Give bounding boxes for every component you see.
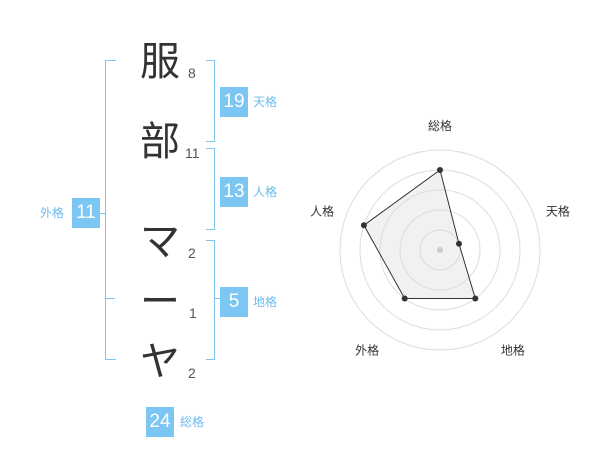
radar-ring-5: [339, 149, 541, 351]
stroke-count-3: 2: [188, 245, 196, 261]
radar-axis-label-1: 総格: [428, 118, 452, 133]
stroke-count-4: 1: [189, 305, 197, 321]
radar-axis-label-5: 人格: [310, 204, 334, 219]
stroke-count-1: 8: [188, 65, 196, 81]
radar-ring-2: [399, 209, 481, 291]
soukaku-value: 24: [146, 407, 174, 437]
radar-ring-3: [379, 189, 501, 311]
chikaku-bracket: [206, 240, 215, 360]
radar-axis-label-3: 地格: [501, 342, 525, 357]
radar-point-4: [401, 295, 408, 302]
radar-point-3: [472, 295, 479, 302]
radar-point-2: [456, 240, 462, 247]
radar-point-5: [360, 222, 367, 229]
gaikaku-bracket: [105, 60, 116, 360]
radar-point-1: [437, 167, 443, 173]
gaikaku-bracket-tick: [100, 213, 105, 214]
tenkaku-value: 19: [220, 87, 248, 117]
stroke-count-5: 2: [188, 365, 196, 381]
tenkaku-label: 天格: [253, 95, 278, 109]
chikaku-bracket-tick: [214, 298, 220, 299]
chikaku-label: 地格: [253, 295, 278, 309]
jinkaku-label: 人格: [253, 185, 278, 199]
radar-center-dot: [437, 247, 443, 253]
tenkaku-bracket: [206, 60, 215, 142]
radar-axis-label-4: 外格: [355, 342, 379, 357]
name-char-1: 服: [140, 39, 180, 85]
gaikaku-bracket-split: [105, 298, 115, 299]
radar-axis-label-2: 天格: [546, 204, 570, 219]
jinkaku-bracket: [206, 148, 215, 230]
name-char-3: マ: [140, 219, 180, 265]
name-char-2: 部: [140, 119, 180, 165]
name-char-4: ー: [140, 279, 180, 325]
radar-ring-1: [419, 229, 461, 271]
gaikaku-label: 外格: [40, 206, 65, 220]
name-char-5: ヤ: [140, 339, 180, 385]
radar-data-polygon: [363, 169, 476, 299]
stroke-count-2: 11: [185, 145, 200, 161]
soukaku-label: 総格: [180, 415, 205, 429]
jinkaku-value: 13: [220, 177, 248, 207]
gaikaku-value: 11: [72, 198, 100, 228]
chikaku-value: 5: [220, 287, 248, 317]
